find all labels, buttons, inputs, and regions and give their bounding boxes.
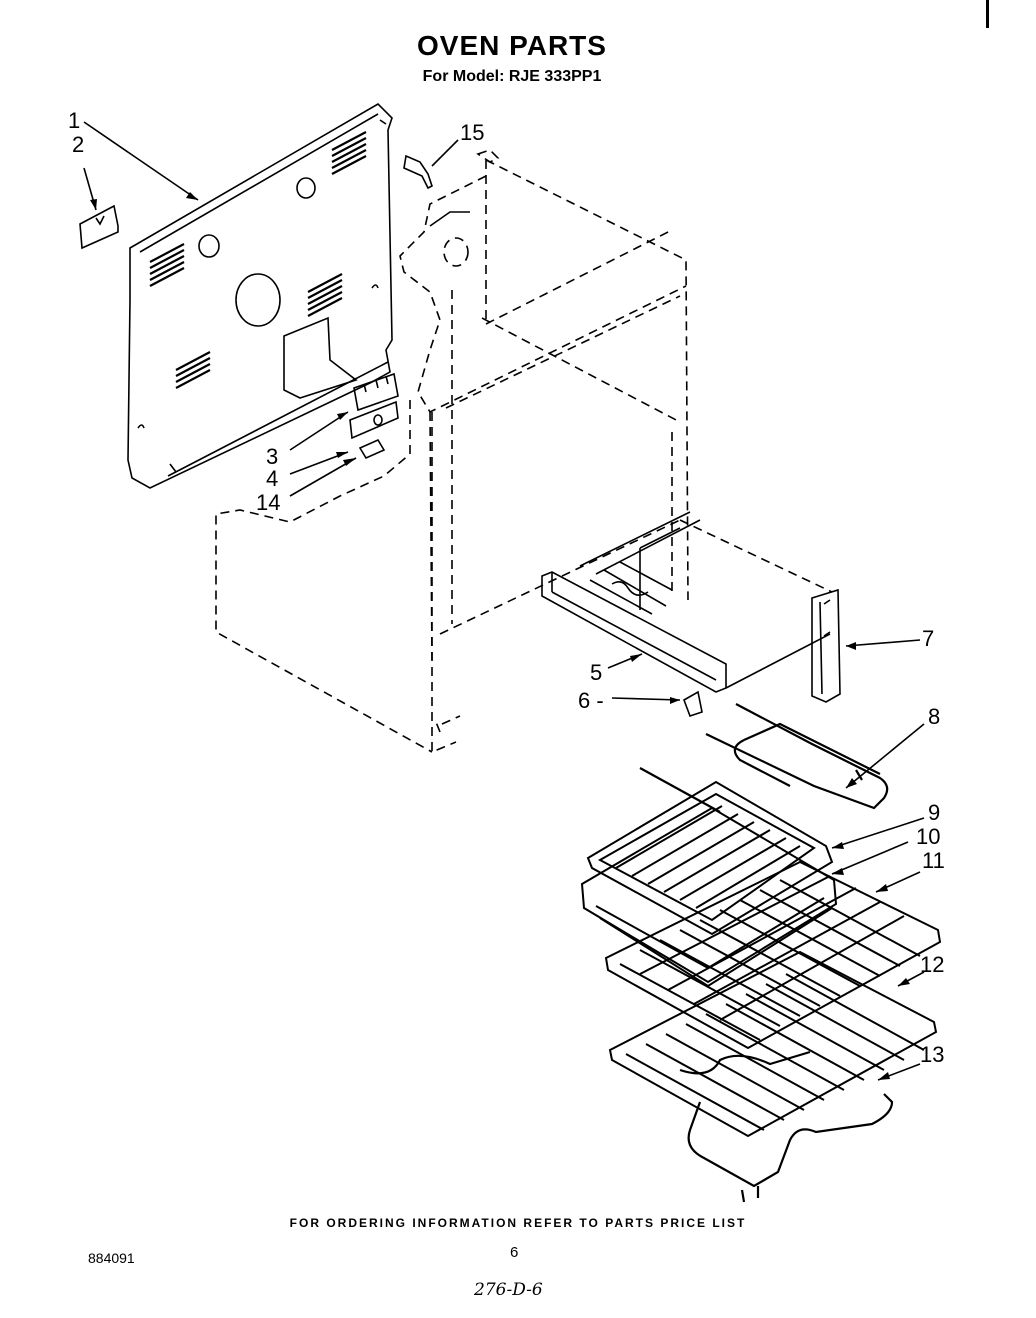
leader-lines	[83, 121, 925, 1081]
callout-6: 6 -	[578, 688, 604, 713]
cover-plate	[79, 204, 119, 250]
leader-arrowheads	[90, 192, 910, 1080]
back-panel	[127, 102, 393, 489]
clip	[403, 154, 433, 190]
element-frame	[541, 511, 831, 693]
oven-rack-upper	[604, 860, 942, 1050]
oven-cabinet-outline	[215, 149, 833, 754]
callout-10: 10	[916, 824, 941, 849]
callout-14: 14	[256, 490, 281, 515]
callout-1: 1	[68, 108, 81, 133]
model-subtitle: For Model: RJE 333PP1	[422, 68, 602, 85]
document-number: 884091	[88, 1250, 135, 1266]
broiler-pan-grid	[586, 780, 834, 936]
callout-7: 7	[922, 626, 935, 651]
oven-rack-lower	[608, 950, 938, 1138]
clip-small	[683, 690, 703, 718]
scan-edge-mark	[986, 0, 989, 28]
callout-15: 15	[460, 120, 485, 145]
ordering-info-footer: FOR ORDERING INFORMATION REFER TO PARTS …	[289, 1216, 747, 1230]
callout-3: 3	[266, 444, 279, 469]
callout-4: 4	[266, 466, 279, 491]
handwritten-note: 276-D-6	[474, 1280, 543, 1300]
callout-5: 5	[590, 660, 603, 685]
page-title: OVEN PARTS	[417, 30, 607, 61]
page-number: 6	[510, 1244, 519, 1261]
callout-11: 11	[922, 848, 945, 873]
hinge-brackets	[349, 372, 399, 460]
broil-element	[679, 1050, 894, 1203]
callout-9: 9	[928, 800, 941, 825]
callout-8: 8	[928, 704, 941, 729]
callout-12: 12	[920, 952, 945, 977]
broiler-pan	[580, 806, 838, 988]
side-bracket	[811, 588, 841, 703]
bake-element	[639, 703, 889, 813]
callout-2: 2	[72, 132, 85, 157]
callout-13: 13	[920, 1042, 945, 1067]
